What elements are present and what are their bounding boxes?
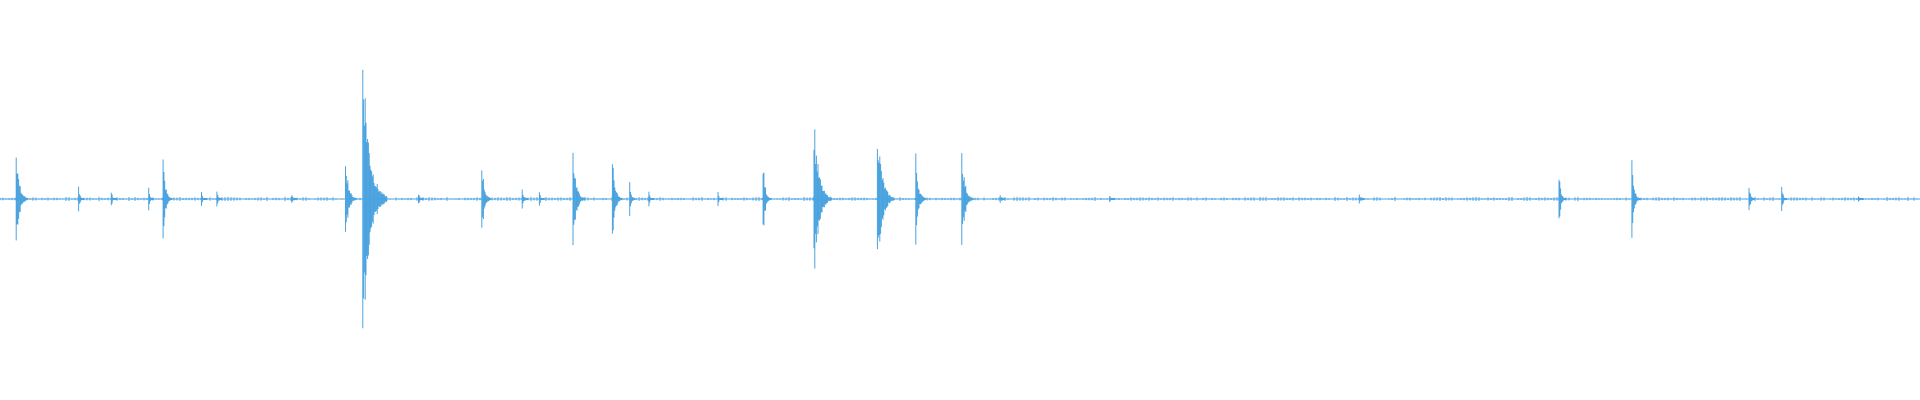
waveform-peaks [0, 69, 1918, 329]
